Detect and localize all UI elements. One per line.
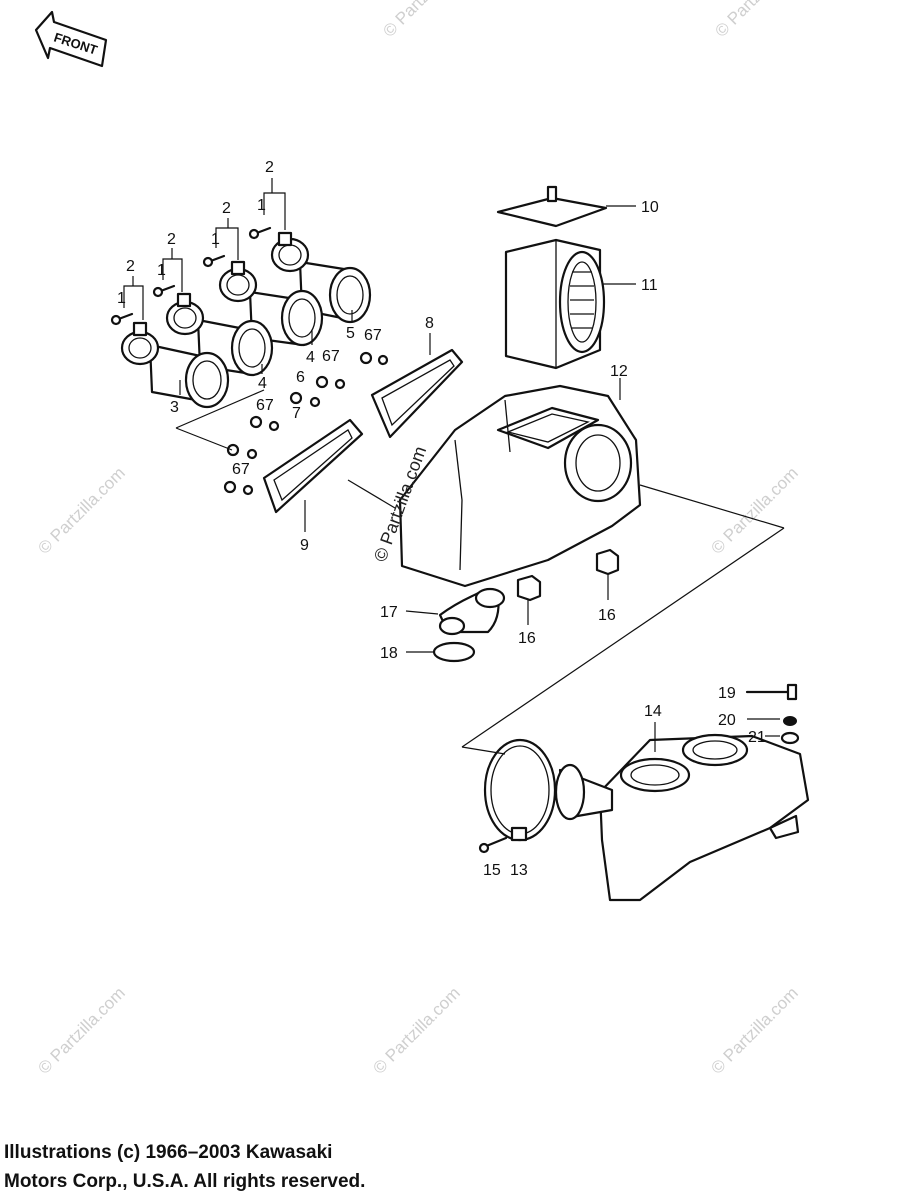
callout-2: 2 bbox=[126, 258, 135, 275]
callout-67: 67 bbox=[322, 348, 340, 365]
callout-2: 2 bbox=[167, 231, 176, 248]
washer-21 bbox=[765, 731, 800, 745]
callout-6: 6 bbox=[296, 369, 305, 386]
callout-4: 4 bbox=[306, 349, 315, 366]
callout-9: 9 bbox=[300, 537, 309, 554]
callout-67: 67 bbox=[364, 327, 382, 344]
watermark: © Partzilla.com bbox=[379, 0, 473, 41]
callout-labels: 2 1 2 1 2 1 2 1 5 67 8 4 67 6 4 7 3 67 6… bbox=[117, 159, 766, 879]
callout-18: 18 bbox=[380, 645, 398, 662]
callout-14: 14 bbox=[644, 703, 662, 720]
callout-5: 5 bbox=[346, 325, 355, 342]
bolt-washer-group bbox=[175, 351, 389, 496]
callout-12: 12 bbox=[610, 363, 628, 380]
watermark: © Partzilla.com bbox=[707, 983, 801, 1077]
callout-1: 1 bbox=[257, 197, 266, 214]
gasket-9 bbox=[262, 418, 364, 532]
carburetor-holder-5 bbox=[270, 231, 372, 324]
callout-67: 67 bbox=[232, 461, 250, 478]
air-cleaner-housing-12: © Partzilla.com bbox=[370, 378, 642, 588]
copyright-line-1: Illustrations (c) 1966–2003 Kawasaki bbox=[4, 1142, 333, 1163]
carburetor-holder-3 bbox=[120, 321, 230, 409]
hose-clamp-18 bbox=[406, 641, 476, 663]
clamp-screw-group bbox=[110, 226, 272, 326]
assembly-line bbox=[347, 479, 396, 509]
assembly-line bbox=[461, 527, 785, 748]
callout-3: 3 bbox=[170, 399, 179, 416]
callout-1: 1 bbox=[117, 290, 126, 307]
watermark: © Partzilla.com bbox=[711, 0, 805, 41]
air-filter-element-11 bbox=[504, 238, 636, 370]
duct-clamp-13 bbox=[483, 738, 557, 842]
callout-11: 11 bbox=[641, 277, 658, 294]
watermark: © Partzilla.com bbox=[34, 463, 128, 557]
clamp-screw-15 bbox=[478, 836, 508, 854]
intake-duct-14 bbox=[554, 722, 810, 902]
nut-20 bbox=[747, 716, 797, 726]
screw-19 bbox=[745, 683, 798, 701]
callout-1: 1 bbox=[157, 262, 166, 279]
callout-16: 16 bbox=[518, 630, 536, 647]
callout-8: 8 bbox=[425, 315, 434, 332]
air-cleaner-cap-10 bbox=[496, 185, 636, 228]
callout-21: 21 bbox=[748, 729, 766, 746]
callout-7: 7 bbox=[292, 405, 301, 422]
watermark: © Partzilla.com bbox=[707, 463, 801, 557]
callout-13: 13 bbox=[510, 862, 528, 879]
callout-17: 17 bbox=[380, 604, 398, 621]
watermark: © Partzilla.com bbox=[369, 983, 463, 1077]
callout-1: 1 bbox=[211, 231, 220, 248]
drain-hose-17 bbox=[405, 587, 506, 636]
carburetor-holder-group bbox=[110, 178, 372, 409]
callout-16: 16 bbox=[598, 607, 616, 624]
front-arrow-icon: FRONT bbox=[34, 10, 108, 68]
watermark: © Partzilla.com bbox=[34, 983, 128, 1077]
callout-brackets bbox=[123, 178, 353, 395]
callout-10: 10 bbox=[641, 199, 659, 216]
callout-2: 2 bbox=[222, 200, 231, 217]
assembly-line bbox=[461, 746, 506, 755]
callout-67: 67 bbox=[256, 397, 274, 414]
callout-19: 19 bbox=[718, 685, 736, 702]
gasket-8 bbox=[370, 333, 464, 439]
callout-20: 20 bbox=[718, 712, 736, 729]
drain-plug-16-left bbox=[516, 574, 542, 625]
callout-4: 4 bbox=[258, 375, 267, 392]
copyright-notice: Illustrations (c) 1966–2003 Kawasaki Mot… bbox=[4, 1138, 904, 1196]
drain-plug-16-right bbox=[595, 548, 620, 600]
carburetor-holder-4-middle bbox=[165, 292, 274, 377]
callout-15: 15 bbox=[483, 862, 501, 879]
copyright-line-2: Motors Corp., U.S.A. All rights reserved… bbox=[4, 1171, 366, 1192]
assembly-line bbox=[639, 484, 785, 529]
callout-2: 2 bbox=[265, 159, 274, 176]
